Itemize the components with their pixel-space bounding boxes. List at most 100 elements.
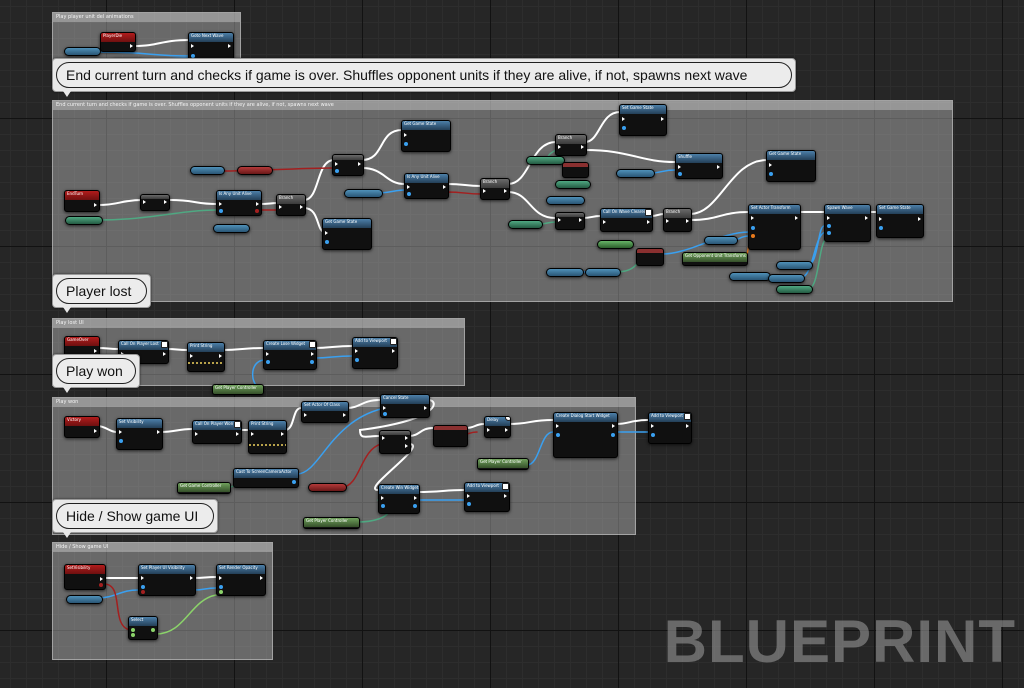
set-game-state-node-a[interactable] xyxy=(332,154,364,176)
node-title: Get Player Controller xyxy=(478,459,528,468)
get-player-controller-node-2[interactable]: Get Player Controller xyxy=(303,517,360,529)
branch-node-3[interactable]: Branch xyxy=(555,134,587,156)
print-string-node-2[interactable]: Print String xyxy=(248,420,287,454)
variable-node[interactable] xyxy=(66,595,103,604)
create-win-widget-node[interactable]: Create Win Widget xyxy=(378,484,420,514)
variable-node[interactable] xyxy=(768,274,805,283)
variable-node[interactable] xyxy=(729,272,771,281)
sequence-node[interactable] xyxy=(140,194,170,211)
is-any-unit-alive-node-2[interactable]: Is Any Unit Alive xyxy=(404,173,449,199)
branch-node-5[interactable] xyxy=(379,430,411,454)
variable-node[interactable] xyxy=(776,261,813,270)
shuffle-node[interactable]: Shuffle xyxy=(675,153,723,179)
variable-node[interactable] xyxy=(555,180,591,189)
select-node[interactable]: Select xyxy=(128,616,158,640)
get-game-controller-node[interactable]: Get Game Controller xyxy=(177,482,231,494)
comment-bubble-text: Hide / Show game UI xyxy=(56,503,214,529)
victory-event-node[interactable]: Victory xyxy=(64,416,100,438)
branch-node-2[interactable]: Branch xyxy=(480,178,510,200)
set-game-state-node-1[interactable]: Set Game State xyxy=(619,104,667,136)
variable-node[interactable] xyxy=(308,483,347,492)
branch-node-1[interactable]: Branch xyxy=(276,194,306,216)
get-opponent-unit-transforms-node[interactable]: Get Opponent Unit Transforms xyxy=(682,252,748,266)
get-player-controller-node-3[interactable]: Get Player Controller xyxy=(477,458,529,470)
get-game-state-node-2[interactable]: Get Game State xyxy=(322,218,372,250)
get-game-state-node-3[interactable]: Get Game State xyxy=(766,150,816,182)
node-title: Print String xyxy=(188,343,224,352)
make-array-node[interactable] xyxy=(636,248,664,266)
set-render-opacity-node[interactable]: Set Render Opacity xyxy=(216,564,266,596)
comment-bubble-play-won[interactable]: Play won xyxy=(52,354,140,393)
variable-node[interactable] xyxy=(344,189,383,198)
blueprint-watermark: BLUEPRINT xyxy=(663,608,1016,675)
sequence-node-2[interactable] xyxy=(555,212,585,230)
node-title: Print String xyxy=(249,421,286,430)
node-title: Victory xyxy=(65,417,99,426)
comment-bubble-end-turn[interactable]: End current turn and checks if game is o… xyxy=(52,58,796,97)
end-turn-event-node[interactable]: EndTurn xyxy=(64,190,100,212)
add-to-viewport-node-2[interactable]: Add to Viewport xyxy=(464,482,510,512)
variable-node[interactable] xyxy=(190,166,225,175)
cancel-state-node[interactable]: Cancel State xyxy=(380,394,430,418)
delay-node[interactable]: Delay xyxy=(484,416,511,438)
game-over-event-node[interactable]: GameOver xyxy=(64,336,100,358)
node-title: Create Dialog Start Widget xyxy=(554,413,617,422)
variable-node[interactable] xyxy=(526,156,565,165)
compare-node[interactable] xyxy=(562,162,589,178)
add-to-viewport-node-1[interactable]: Add to Viewport xyxy=(352,337,398,369)
set-visibility-event-node[interactable]: SetVisibility xyxy=(64,564,106,590)
node-title: Set Render Opacity xyxy=(217,565,265,574)
call-on-player-won-node[interactable]: Call On Player Won xyxy=(192,420,242,444)
spawn-wave-node[interactable]: Spawn Wave xyxy=(824,204,871,242)
comment-bubble-player-lost[interactable]: Player lost xyxy=(52,274,151,313)
get-player-controller-node-1[interactable]: Get Player Controller xyxy=(212,384,264,395)
get-game-state-node-1[interactable]: Get Game State xyxy=(401,120,451,152)
print-string-node-1[interactable]: Print String xyxy=(187,342,225,372)
comment-bubble-text: End current turn and checks if game is o… xyxy=(56,62,792,88)
variable-node[interactable] xyxy=(546,268,584,277)
variable-node[interactable] xyxy=(704,236,738,245)
variable-node[interactable] xyxy=(64,47,101,56)
node-title: Set Actor Of Class xyxy=(302,402,348,411)
node-title: GameOver xyxy=(65,337,99,346)
is-any-unit-alive-node-1[interactable]: Is Any Unit Alive xyxy=(216,190,262,216)
node-title: Get Game State xyxy=(402,121,450,130)
variable-node[interactable] xyxy=(546,196,585,205)
bool-operator-node[interactable] xyxy=(433,425,468,447)
set-game-state-node-2[interactable]: Set Game State xyxy=(876,204,924,238)
variable-node[interactable] xyxy=(597,240,634,249)
variable-node[interactable] xyxy=(508,220,543,229)
comment-box-end-turn[interactable]: End current turn and checks if game is o… xyxy=(52,100,953,302)
variable-node[interactable] xyxy=(65,216,103,225)
player-die-event-node[interactable]: PlayerDie xyxy=(100,32,136,52)
variable-node[interactable] xyxy=(237,166,273,175)
create-lose-widget-node[interactable]: Create Lose Widget xyxy=(263,340,317,370)
variable-node[interactable] xyxy=(213,224,250,233)
node-title: Call On Wave Cleared xyxy=(601,209,652,218)
create-dialog-start-widget-node[interactable]: Create Dialog Start Widget xyxy=(553,412,618,458)
node-title: Branch xyxy=(556,135,586,144)
cast-to-screen-camera-node[interactable]: Cast To ScreenCameraActor xyxy=(233,468,299,488)
comment-title: End current turn and checks if game is o… xyxy=(53,101,952,110)
node-title: Set Game State xyxy=(877,205,923,214)
call-on-wave-cleared-node[interactable]: Call On Wave Cleared xyxy=(600,208,653,232)
comment-bubble-text: Play won xyxy=(56,358,136,384)
node-title: Set Player UI Visibility xyxy=(139,565,195,574)
node-title: Cast To ScreenCameraActor xyxy=(234,469,298,478)
variable-node[interactable] xyxy=(585,268,621,277)
variable-node[interactable] xyxy=(616,169,655,178)
set-actor-transform-node[interactable]: Set Actor Transform xyxy=(748,204,801,250)
node-title: Select xyxy=(129,617,157,626)
node-title: Cancel State xyxy=(381,395,429,404)
node-title: Branch xyxy=(277,195,305,204)
set-player-ui-visibility-node[interactable]: Set Player UI Visibility xyxy=(138,564,196,596)
node-title: Call On Player Won xyxy=(193,421,241,430)
variable-node[interactable] xyxy=(776,285,813,294)
node-title: Get Game State xyxy=(767,151,815,160)
comment-bubble-hide-show[interactable]: Hide / Show game UI xyxy=(52,499,218,538)
add-to-viewport-node-3[interactable]: Add to Viewport xyxy=(648,412,692,444)
set-actor-of-class-node[interactable]: Set Actor Of Class xyxy=(301,401,349,423)
set-visibility-node[interactable]: Set Visibility xyxy=(116,418,163,450)
branch-node-4[interactable]: Branch xyxy=(663,208,692,232)
